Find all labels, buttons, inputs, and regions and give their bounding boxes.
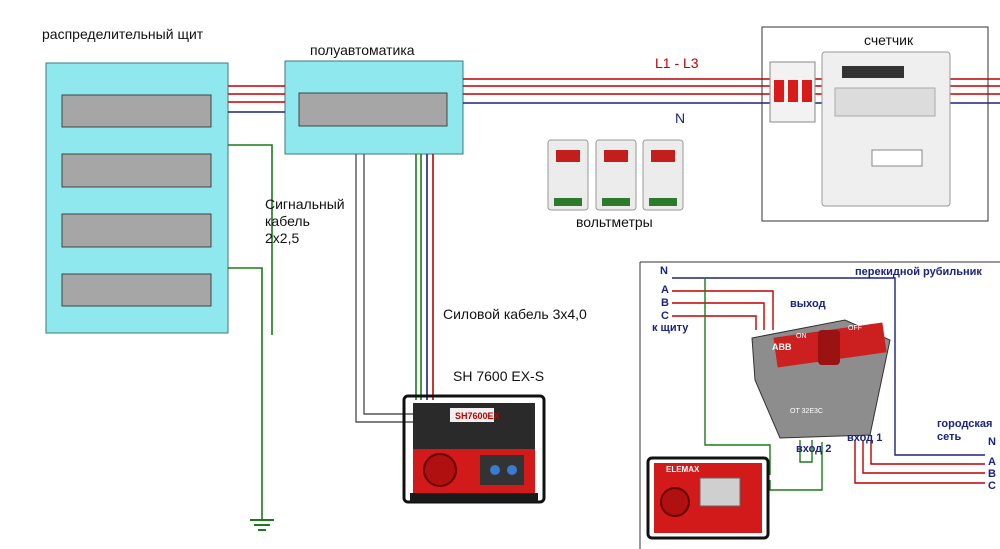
signal-cable-wires bbox=[355, 154, 420, 423]
signal-cable-label: Сигнальный кабель 2х2,5 bbox=[265, 196, 345, 246]
grid-n-label: N bbox=[988, 436, 996, 448]
ground-symbol-icon bbox=[250, 519, 274, 531]
circuit-breaker-icon bbox=[769, 61, 816, 123]
switch-diagram-frame bbox=[639, 261, 1000, 549]
changeover-switch-icon: ABB ON OFF OT 32E3C bbox=[751, 319, 891, 439]
grid-b-label: B bbox=[988, 468, 996, 480]
panel-slot-4 bbox=[61, 273, 212, 307]
switch-off-text: OFF bbox=[848, 325, 862, 332]
meter-frame bbox=[761, 26, 989, 222]
meter-label: счетчик bbox=[864, 32, 914, 48]
switch-model-text: OT 32E3C bbox=[790, 408, 823, 415]
switch-n-left: N bbox=[660, 265, 668, 277]
generator-small-brand: ELEMAX bbox=[666, 465, 700, 474]
neutral-label: N bbox=[675, 110, 686, 126]
ground-wire bbox=[228, 144, 273, 520]
power-cable-label: Силовой кабель 3х4,0 bbox=[443, 306, 587, 322]
switch-phase-a: A bbox=[661, 284, 669, 296]
city-grid-label: городская сеть bbox=[937, 418, 993, 443]
generator-main-icon: SH7600EX bbox=[402, 394, 546, 504]
changeover-label: перекидной рубильник bbox=[855, 266, 982, 278]
voltmeters-label: вольтметры bbox=[576, 214, 653, 230]
input1-label: вход 1 bbox=[847, 432, 883, 444]
switch-phase-c: C bbox=[661, 310, 669, 322]
switch-on-text: ON bbox=[796, 333, 807, 340]
panel-label: распределительный щит bbox=[42, 26, 204, 42]
phase-lines-label: L1 - L3 bbox=[655, 55, 699, 71]
output-label: выход bbox=[790, 298, 826, 310]
grid-c-label: C bbox=[988, 480, 996, 492]
panel-slot-1 bbox=[61, 94, 212, 128]
voltmeters-icon bbox=[547, 139, 684, 211]
generator-plate-text: SH7600EX bbox=[455, 411, 500, 421]
generator-model-label: SH 7600 EX-S bbox=[453, 368, 545, 384]
semi-auto-label: полуавтоматика bbox=[310, 42, 415, 58]
input2-label: вход 2 bbox=[796, 443, 832, 455]
grid-a-label: A bbox=[988, 456, 996, 468]
electric-meter-icon bbox=[821, 51, 951, 207]
switch-brand-text: ABB bbox=[772, 342, 792, 352]
switch-wires bbox=[672, 277, 985, 491]
panel-to-semi-wires bbox=[228, 85, 285, 113]
to-panel-label: к щиту bbox=[652, 322, 689, 334]
semi-auto-slot bbox=[298, 92, 448, 127]
generator-small-icon: ELEMAX bbox=[646, 456, 770, 540]
panel-slot-3 bbox=[61, 213, 212, 248]
power-cable-wires bbox=[415, 154, 434, 400]
panel-slot-2 bbox=[61, 153, 212, 188]
switch-phase-b: B bbox=[661, 297, 669, 309]
